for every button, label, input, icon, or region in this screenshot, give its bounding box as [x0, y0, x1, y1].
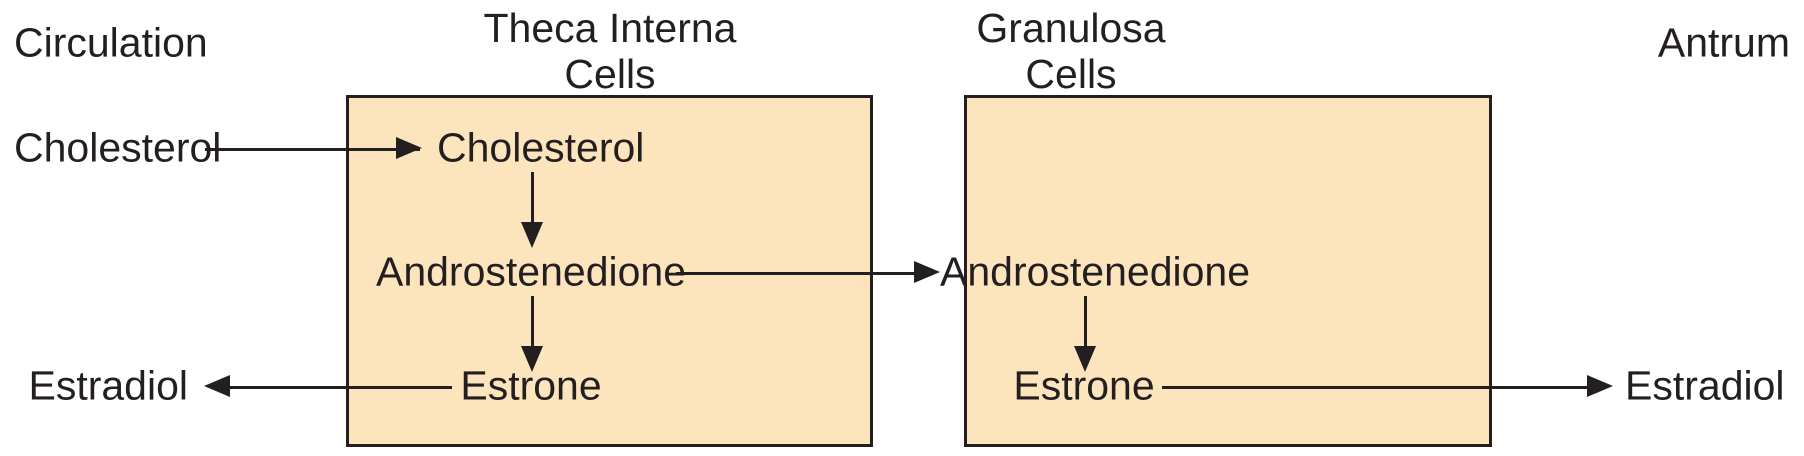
molecule-theca-cholesterol: Cholesterol [437, 124, 645, 171]
connector-theca-androstenedione-to-estrone [531, 296, 534, 351]
connector-theca-estrone-to-circulation [229, 386, 452, 389]
connector-theca-to-granulosa-androstenedione [676, 272, 919, 275]
connector-theca-cholesterol-to-androstenedione [531, 172, 534, 227]
arrowhead-into-theca-cholesterol [396, 137, 422, 159]
arrowhead-into-granulosa-androstenedione [914, 261, 940, 283]
box-title-granulosa-line1: Granulosa [976, 5, 1166, 51]
box-title-granulosa: Granulosa Cells [976, 5, 1165, 98]
label-circulation-estradiol: Estradiol [28, 362, 188, 409]
box-title-theca-line1: Theca Interna [483, 5, 737, 51]
arrowhead-theca-androstenedione [521, 222, 543, 248]
label-circulation-cholesterol: Cholesterol [14, 124, 222, 171]
compartment-label-circulation: Circulation [14, 19, 208, 66]
connector-granulosa-androstenedione-to-estrone [1084, 296, 1087, 351]
molecule-granulosa-androstenedione: Androstenedione [940, 248, 1251, 295]
arrowhead-into-circulation-estradiol [204, 375, 230, 397]
molecule-granulosa-estrone: Estrone [1013, 362, 1155, 409]
box-title-theca: Theca Interna Cells [484, 5, 737, 98]
label-antrum-estradiol: Estradiol [1625, 362, 1785, 409]
arrowhead-granulosa-estrone [1074, 346, 1096, 372]
compartment-label-antrum: Antrum [1657, 19, 1790, 66]
molecule-theca-estrone: Estrone [460, 362, 602, 409]
connector-circulation-to-theca-cholesterol [205, 148, 420, 151]
box-title-theca-line2: Cells [564, 51, 656, 98]
box-title-granulosa-line2: Cells [1025, 51, 1117, 98]
connector-granulosa-estrone-to-antrum [1162, 386, 1592, 389]
arrowhead-into-antrum-estradiol [1587, 375, 1613, 397]
molecule-theca-androstenedione: Androstenedione [375, 248, 687, 295]
arrowhead-theca-estrone [521, 346, 543, 372]
